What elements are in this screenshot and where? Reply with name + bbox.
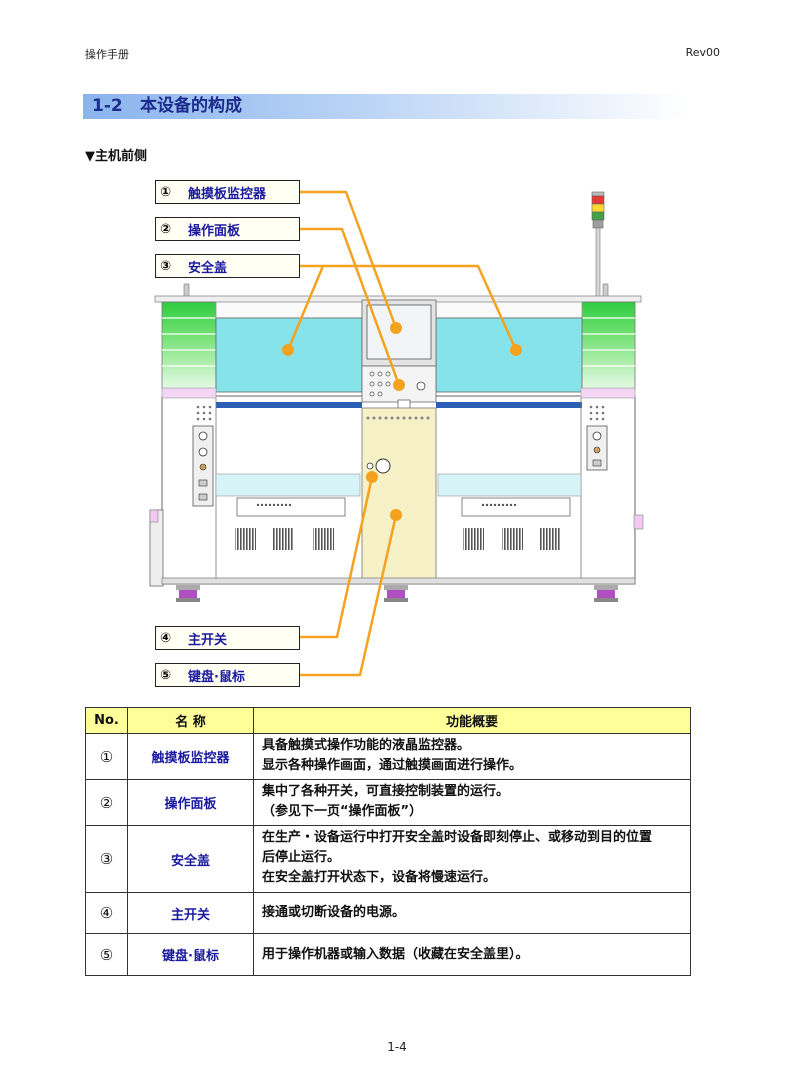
row-number: ⑤ — [85, 933, 128, 976]
column-header-name: 名 称 — [127, 707, 254, 734]
row-summary: 接通或切断设备的电源。 — [253, 892, 691, 934]
signal-light-green — [591, 211, 605, 221]
side-fittings — [149, 509, 644, 587]
callout-number: ① — [160, 184, 172, 200]
callout-keyboard-mouse: ⑤ 键盘·鼠标 — [155, 663, 300, 687]
table-row: ④ 主开关 接通或切断设备的电源。 — [85, 892, 691, 934]
summary-line: 在生产・设备运行中打开安全盖时设备即刻停止、或移动到目的位置 — [262, 830, 653, 845]
callout-target-dots — [282, 322, 522, 521]
leveling-feet — [176, 585, 618, 602]
row-number: ③ — [85, 825, 128, 893]
row-number: ① — [85, 733, 128, 780]
summary-line: 在安全盖打开状态下，设备将慢速运行。 — [262, 870, 497, 885]
right-green-tower — [580, 301, 636, 391]
summary-line: （参见下一页“操作面板”） — [262, 804, 423, 819]
leader-line-4 — [300, 476, 374, 639]
signal-tower — [591, 191, 605, 299]
signal-light-red — [591, 195, 605, 205]
left-green-tower — [161, 301, 217, 391]
table-row: ③ 安全盖 在生产・设备运行中打开安全盖时设备即刻停止、或移动到目的位置 后停止… — [85, 825, 691, 893]
callout-label: 键盘·鼠标 — [188, 669, 245, 685]
connector-panels — [236, 497, 571, 517]
lower-cyan-bands — [215, 473, 582, 497]
right-safety-cover — [435, 317, 583, 393]
callout-safety-cover: ③ 安全盖 — [155, 254, 300, 278]
table-row: ① 触摸板监控器 具备触摸式操作功能的液晶监控器。 显示各种操作画面，通过触摸画… — [85, 733, 691, 780]
subsection-title: ▼主机前侧 — [85, 149, 147, 164]
target-dot-monitor — [390, 322, 402, 334]
right-side-control-panel — [586, 425, 608, 471]
row-summary: 具备触摸式操作功能的液晶监控器。 显示各种操作画面，通过触摸画面进行操作。 — [253, 733, 691, 780]
page-number: 1-4 — [387, 1040, 407, 1054]
table-row: ⑤ 键盘·鼠标 用于操作机器或输入数据（收藏在安全盖里）。 — [85, 933, 691, 976]
row-number: ② — [85, 779, 128, 826]
callout-number: ③ — [160, 258, 172, 274]
target-dot-left-cover — [282, 344, 294, 356]
table-header-row: No. 名 称 功能概要 — [85, 707, 691, 734]
ventilation-grilles — [235, 528, 561, 550]
section-heading-bar: 1-2 本设备的构成 — [83, 94, 690, 119]
leader-line-5 — [300, 514, 398, 677]
callout-label: 触摸板监控器 — [188, 186, 267, 202]
summary-line: 集中了各种开关，可直接控制装置的运行。 — [262, 784, 510, 799]
row-summary: 用于操作机器或输入数据（收藏在安全盖里）。 — [253, 933, 691, 976]
section-title: 本设备的构成 — [140, 96, 242, 116]
callout-number: ④ — [160, 630, 172, 646]
header-manual-title: 操作手册 — [85, 48, 129, 61]
section-number: 1-2 — [92, 96, 123, 116]
callout-touch-monitor: ① 触摸板监控器 — [155, 180, 300, 204]
safety-covers — [215, 301, 583, 393]
left-side-control-panel — [192, 425, 214, 507]
bottom-strip — [161, 577, 636, 585]
row-name: 操作面板 — [127, 779, 254, 826]
leader-line-3b — [323, 264, 518, 351]
target-dot-right-cover — [510, 344, 522, 356]
summary-line: 具备触摸式操作功能的液晶监控器。 — [262, 738, 471, 753]
callout-main-switch: ④ 主开关 — [155, 626, 300, 650]
row-summary: 集中了各种开关，可直接控制装置的运行。 （参见下一页“操作面板”） — [253, 779, 691, 826]
row-number: ④ — [85, 892, 128, 934]
component-function-table: No. 名 称 功能概要 ① 触摸板监控器 具备触摸式操作功能的液晶监控器。 显… — [85, 707, 691, 976]
machine-front-diagram — [149, 190, 644, 677]
leader-line-2 — [300, 227, 401, 386]
callout-leader-lines — [286, 190, 518, 677]
pink-bands — [161, 387, 636, 399]
callout-operation-panel: ② 操作面板 — [155, 217, 300, 241]
target-dot-keyboard-mouse — [390, 509, 402, 521]
row-name: 主开关 — [127, 892, 254, 934]
target-dot-operation-panel — [393, 379, 405, 391]
column-header-summary: 功能概要 — [253, 707, 691, 734]
row-name: 触摸板监控器 — [127, 733, 254, 780]
row-summary: 在生产・设备运行中打开安全盖时设备即刻停止、或移动到目的位置 后停止运行。 在安… — [253, 825, 691, 893]
main-switch-knob — [375, 458, 391, 474]
target-dot-main-switch — [366, 471, 378, 483]
center-front-panel — [361, 407, 437, 585]
callout-label: 安全盖 — [188, 260, 228, 276]
table-row: ② 操作面板 集中了各种开关，可直接控制装置的运行。 （参见下一页“操作面板”） — [85, 779, 691, 826]
callout-number: ② — [160, 221, 172, 237]
callout-label: 主开关 — [188, 632, 228, 648]
summary-line: 后停止运行。 — [262, 850, 341, 865]
summary-line: 显示各种操作画面，通过触摸画面进行操作。 — [262, 758, 523, 773]
row-name: 安全盖 — [127, 825, 254, 893]
summary-line: 接通或切断设备的电源。 — [262, 905, 406, 920]
leader-line-1 — [300, 190, 398, 329]
side-dot-grids — [196, 405, 605, 421]
callout-label: 操作面板 — [188, 223, 241, 239]
callout-number: ⑤ — [160, 667, 172, 683]
summary-line: 用于操作机器或输入数据（收藏在安全盖里）。 — [262, 946, 529, 962]
column-header-no: No. — [85, 707, 128, 734]
signal-light-yellow — [591, 203, 605, 213]
row-name: 键盘·鼠标 — [127, 933, 254, 976]
header-revision: Rev00 — [685, 46, 720, 59]
